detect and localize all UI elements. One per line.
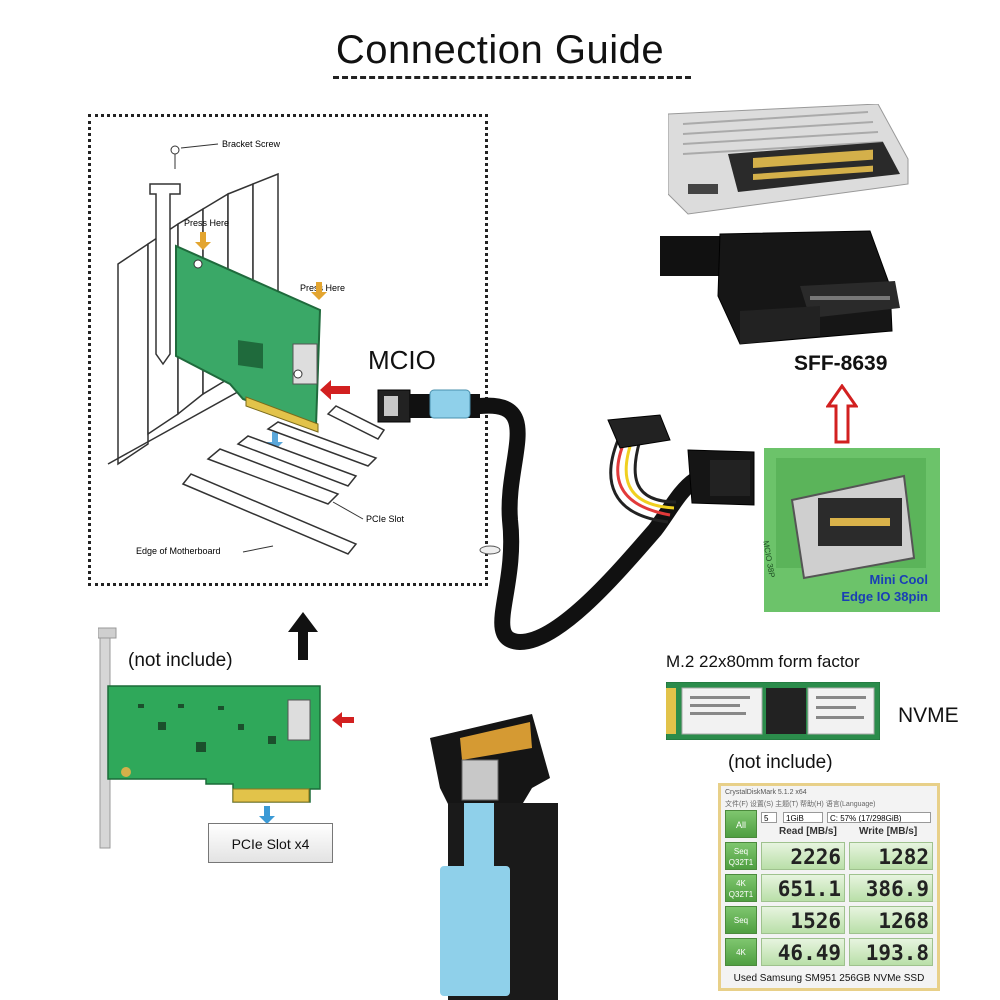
read-value: 46.49 [761, 938, 845, 966]
benchmark-count-select[interactable]: 5 [761, 812, 777, 823]
benchmark-row-4k: 4K 46.49 193.8 [725, 938, 935, 970]
mini-cool-line-2: Edge IO 38pin [841, 589, 928, 604]
installation-diagram: Bracket Screw Press Here Press Here PCIe… [107, 139, 405, 556]
mcio-port-image [764, 448, 940, 612]
press-here-label-1: Press Here [184, 218, 229, 228]
benchmark-row-button[interactable]: Seq [725, 906, 757, 934]
benchmark-size-select[interactable]: 1GiB [783, 812, 823, 823]
benchmark-menu-bar: 文件(F) 设置(S) 主题(T) 帮助(H) 语言(Language) [725, 801, 876, 808]
write-column-header: Write [MB/s] [859, 826, 918, 837]
write-value: 386.9 [849, 874, 933, 902]
not-include-card-label: (not include) [128, 650, 233, 671]
write-value: 193.8 [849, 938, 933, 966]
edge-of-motherboard-label: Edge of Motherboard [136, 546, 221, 556]
benchmark-result-panel: CrystalDiskMark 5.1.2 x64 文件(F) 设置(S) 主题… [718, 783, 940, 991]
benchmark-row-seq: Seq 1526 1268 [725, 906, 935, 938]
nvme-label: NVME [898, 704, 959, 727]
bracket-screw-label: Bracket Screw [222, 139, 281, 149]
mcio-to-u2-cable [377, 389, 755, 650]
pcie-adapter-card-image [98, 627, 354, 849]
mcio-cable-end-image [430, 714, 558, 1000]
m2-form-factor-label: M.2 22x80mm form factor [666, 652, 860, 671]
read-value: 2226 [761, 842, 845, 870]
benchmark-row-button[interactable]: 4K [725, 938, 757, 966]
title-underline [333, 76, 691, 79]
up-arrow-icon [288, 612, 318, 660]
benchmark-row-button[interactable]: Seq Q32T1 [725, 842, 757, 870]
benchmark-row-button[interactable]: 4K Q32T1 [725, 874, 757, 902]
mcio-label: MCIO [368, 345, 436, 375]
pcie-slot-x4-box: PCIe Slot x4 [208, 823, 333, 863]
benchmark-row-4k-q32t1: 4K Q32T1 651.1 386.9 [725, 874, 935, 906]
page-title: Connection Guide [335, 28, 665, 72]
press-here-label-2: Press Here [300, 283, 345, 293]
benchmark-drive-select[interactable]: C: 57% (17/298GiB) [827, 812, 931, 823]
benchmark-window-title: CrystalDiskMark 5.1.2 x64 [725, 789, 807, 796]
read-column-header: Read [MB/s] [779, 826, 837, 837]
read-value: 651.1 [761, 874, 845, 902]
benchmark-footer: Used Samsung SM951 256GB NVMe SSD [733, 973, 925, 984]
pcie-slot-label: PCIe Slot [366, 514, 405, 524]
red-up-arrow-icon [826, 384, 858, 444]
benchmark-all-button[interactable]: All [725, 810, 757, 838]
write-value: 1282 [849, 842, 933, 870]
benchmark-row-seq-q32t1: Seq Q32T1 2226 1282 [725, 842, 935, 874]
sff-8639-connector-image [660, 230, 900, 345]
read-value: 1526 [761, 906, 845, 934]
not-include-ssd-label: (not include) [728, 752, 833, 773]
m2-ssd-image [666, 682, 880, 740]
installation-diagram-frame [88, 114, 488, 586]
mini-cool-line-1: Mini Cool [869, 572, 929, 587]
write-value: 1268 [849, 906, 933, 934]
sff-8639-label: SFF-8639 [794, 352, 888, 375]
u2-drive-image [668, 104, 909, 215]
